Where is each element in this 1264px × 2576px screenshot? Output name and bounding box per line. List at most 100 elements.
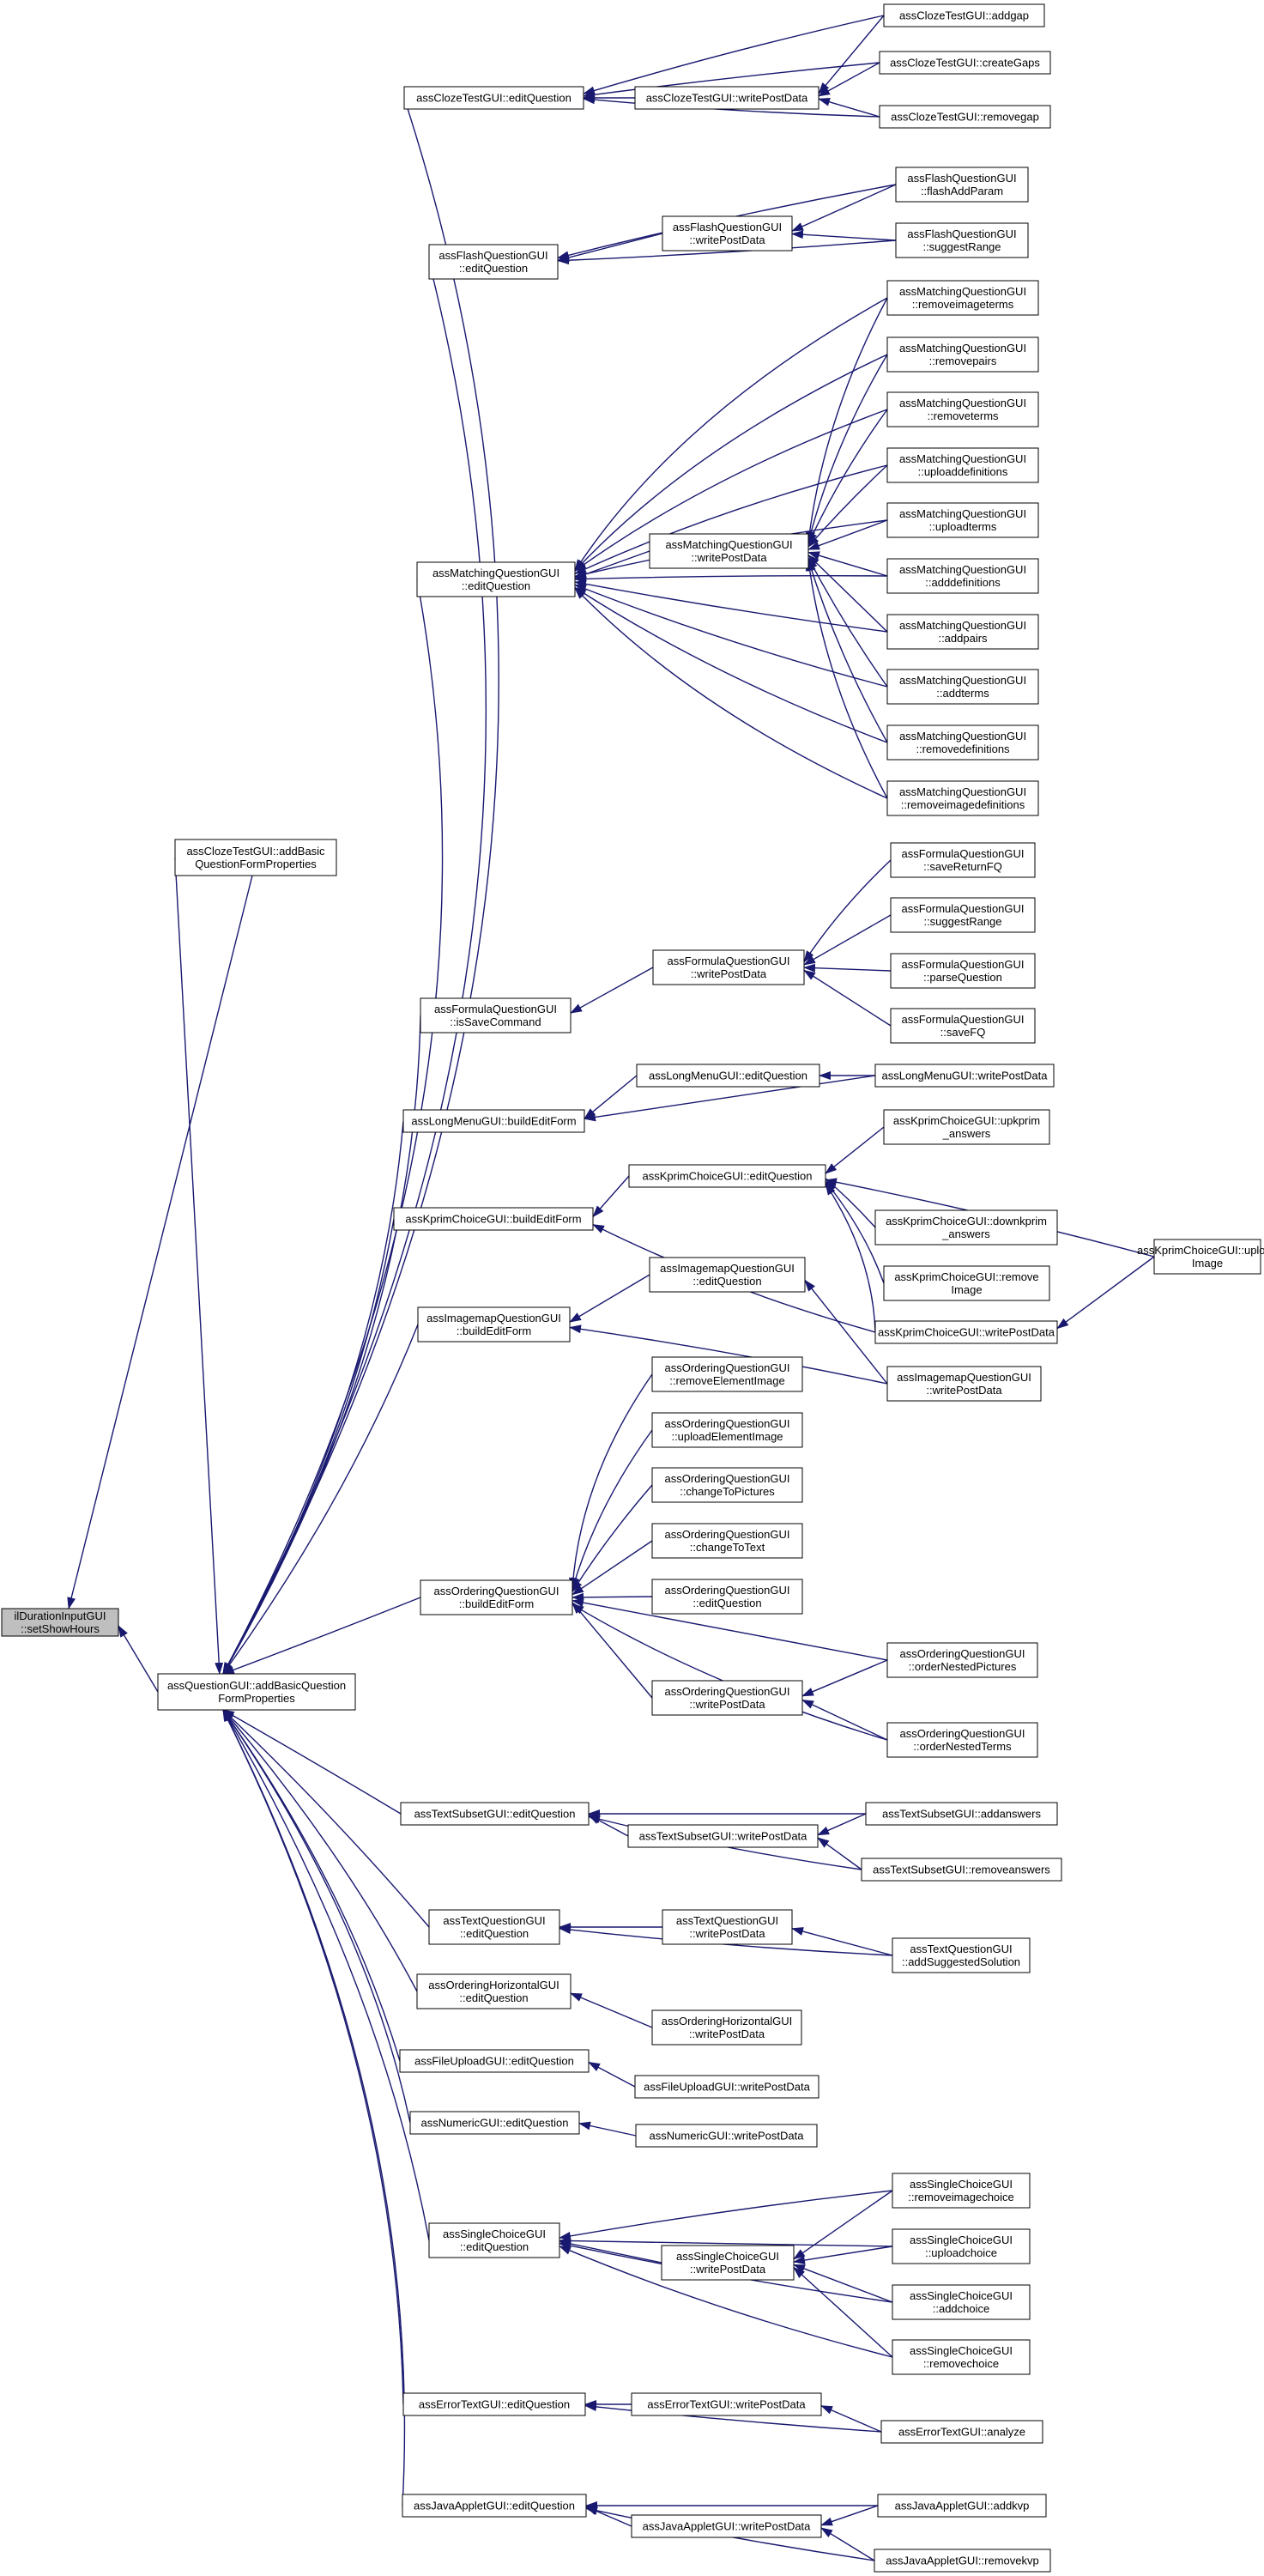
node-ordering-ordernestedterms[interactable]: assOrderingQuestionGUI::orderNestedTerms — [886, 1722, 1038, 1758]
node-javaapplet-editquestion[interactable]: assJavaAppletGUI::editQuestion — [402, 2494, 587, 2518]
call-edge — [557, 233, 663, 262]
node-textquestion-writepostdata[interactable]: assTextQuestionGUI::writePostData — [662, 1909, 793, 1945]
node-kprim-upkprimanswers[interactable]: assKprimChoiceGUI::upkprim_answers — [883, 1109, 1050, 1145]
node-label: assTextQuestionGUI — [910, 1943, 1012, 1955]
node-formula-suggestrange[interactable]: assFormulaQuestionGUI::suggestRange — [890, 897, 1036, 933]
node-imagemap-buildeditform[interactable]: assImagemapQuestionGUI::buildEditForm — [417, 1306, 571, 1343]
call-edge — [584, 1075, 638, 1119]
node-clozetest-addgap[interactable]: assClozeTestGUI::addgap — [883, 3, 1045, 27]
node-longmenu-buildeditform[interactable]: assLongMenuGUI::buildEditForm — [402, 1109, 585, 1133]
node-imagemap-writepostdata[interactable]: assImagemapQuestionGUI::writePostData — [886, 1366, 1042, 1402]
node-formula-savefq[interactable]: assFormulaQuestionGUI::saveFQ — [890, 1008, 1036, 1044]
node-textsubset-writepostdata[interactable]: assTextSubsetGUI::writePostData — [627, 1824, 819, 1848]
node-textquestion-editquestion[interactable]: assTextQuestionGUI::editQuestion — [428, 1909, 560, 1945]
node-ordering-writepostdata[interactable]: assOrderingQuestionGUI::writePostData — [651, 1680, 803, 1716]
node-ordering-ordernestedpictures[interactable]: assOrderingQuestionGUI::orderNestedPictu… — [886, 1642, 1038, 1678]
node-questiongui-addbasicquestionformproperties[interactable]: assQuestionGUI::addBasicQuestionFormProp… — [157, 1673, 356, 1711]
node-errortext-editquestion[interactable]: assErrorTextGUI::editQuestion — [402, 2392, 586, 2416]
node-matching-adddefinitions[interactable]: assMatchingQuestionGUI::adddefinitions — [886, 558, 1039, 594]
node-formula-savereturnfq[interactable]: assFormulaQuestionGUI::saveReturnFQ — [890, 842, 1036, 878]
node-errortext-analyze[interactable]: assErrorTextGUI::analyze — [880, 2420, 1043, 2444]
node-matching-removeimagedefinitions[interactable]: assMatchingQuestionGUI::removeimagedefin… — [886, 780, 1039, 816]
node-label: assFormulaQuestionGUI — [901, 1013, 1024, 1026]
node-matching-removedefinitions[interactable]: assMatchingQuestionGUI::removedefinition… — [886, 724, 1039, 761]
node-textsubset-removeanswers[interactable]: assTextSubsetGUI::removeanswers — [861, 1858, 1062, 1882]
node-label: ::editQuestion — [459, 1991, 528, 2004]
node-matching-uploadterms[interactable]: assMatchingQuestionGUI::uploadterms — [886, 502, 1039, 538]
node-ordering-editquestion[interactable]: assOrderingQuestionGUI::editQuestion — [651, 1579, 803, 1615]
node-box — [634, 2075, 819, 2099]
node-matching-uploaddefinitions[interactable]: assMatchingQuestionGUI::uploaddefinition… — [886, 447, 1039, 483]
node-label: ::removeimagechoice — [908, 2191, 1014, 2203]
node-matching-addpairs[interactable]: assMatchingQuestionGUI::addpairs — [886, 614, 1039, 650]
node-ordering-changetotext[interactable]: assOrderingQuestionGUI::changeToText — [651, 1523, 803, 1559]
node-box — [895, 222, 1029, 258]
node-kprim-buildeditform[interactable]: assKprimChoiceGUI::buildEditForm — [393, 1207, 594, 1231]
node-matching-removeterms[interactable]: assMatchingQuestionGUI::removeterms — [886, 391, 1039, 427]
node-clozetest-addbasicquestionformproperties[interactable]: assClozeTestGUI::addBasicQuestionFormPro… — [174, 839, 337, 876]
node-errortext-writepostdata[interactable]: assErrorTextGUI::writePostData — [631, 2392, 822, 2416]
node-flash-writepostdata[interactable]: assFlashQuestionGUI::writePostData — [662, 215, 793, 252]
node-label: ::buildEditForm — [459, 1597, 534, 1610]
node-flash-editquestion[interactable]: assFlashQuestionGUI::editQuestion — [428, 244, 559, 280]
node-fileupload-editquestion[interactable]: assFileUploadGUI::editQuestion — [399, 2049, 590, 2073]
node-kprim-editquestion[interactable]: assKprimChoiceGUI::editQuestion — [628, 1164, 826, 1188]
node-orderinghorizontal-writepostdata[interactable]: assOrderingHorizontalGUI::writePostData — [651, 2009, 802, 2046]
node-clozetest-writepostdata[interactable]: assClozeTestGUI::writePostData — [634, 86, 819, 110]
node-singlechoice-editquestion[interactable]: assSingleChoiceGUI::editQuestion — [428, 2222, 560, 2258]
node-textquestion-addsuggestedsolution[interactable]: assTextQuestionGUI::addSuggestedSolution — [892, 1937, 1031, 1973]
node-ordering-removeelementimage[interactable]: assOrderingQuestionGUI::removeElementIma… — [651, 1356, 803, 1392]
node-flash-flashaddparam[interactable]: assFlashQuestionGUI::flashAddParam — [895, 167, 1029, 203]
node-clozetest-creategaps[interactable]: assClozeTestGUI::createGaps — [879, 51, 1051, 75]
node-matching-writepostdata[interactable]: assMatchingQuestionGUI::writePostData — [649, 533, 809, 569]
node-formula-parsequestion[interactable]: assFormulaQuestionGUI::parseQuestion — [890, 953, 1036, 989]
node-singlechoice-writepostdata[interactable]: assSingleChoiceGUI::writePostData — [661, 2245, 795, 2281]
node-matching-removeimageterms[interactable]: assMatchingQuestionGUI::removeimageterms — [886, 280, 1039, 316]
node-imagemap-editquestion[interactable]: assImagemapQuestionGUI::editQuestion — [649, 1257, 806, 1293]
node-label: assSingleChoiceGUI — [910, 2344, 1013, 2357]
node-javaapplet-removekvp[interactable]: assJavaAppletGUI::removekvp — [874, 2549, 1051, 2573]
call-edge — [818, 15, 885, 94]
node-textsubset-addanswers[interactable]: assTextSubsetGUI::addanswers — [865, 1802, 1058, 1826]
node-label: ::adddefinitions — [925, 576, 1001, 589]
call-edge — [222, 97, 499, 1675]
node-clozetest-editquestion[interactable]: assClozeTestGUI::editQuestion — [403, 86, 584, 110]
node-kprim-writepostdata[interactable]: assKprimChoiceGUI::writePostData — [874, 1320, 1058, 1344]
node-singlechoice-removeimagechoice[interactable]: assSingleChoiceGUI::removeimagechoice — [892, 2173, 1031, 2209]
node-ordering-changetopictures[interactable]: assOrderingQuestionGUI::changeToPictures — [651, 1467, 803, 1503]
node-javaapplet-writepostdata[interactable]: assJavaAppletGUI::writePostData — [631, 2514, 822, 2538]
node-formula-issavecommand[interactable]: assFormulaQuestionGUI::isSaveCommand — [420, 997, 572, 1033]
node-label: assOrderingQuestionGUI — [665, 1361, 790, 1374]
node-fileupload-writepostdata[interactable]: assFileUploadGUI::writePostData — [634, 2075, 819, 2099]
node-label: ::editQuestion — [460, 1927, 529, 1940]
node-matching-editquestion[interactable]: assMatchingQuestionGUI::editQuestion — [416, 561, 576, 597]
node-ordering-uploadelementimage[interactable]: assOrderingQuestionGUI::uploadElementIma… — [651, 1412, 803, 1448]
node-javaapplet-addkvp[interactable]: assJavaAppletGUI::addkvp — [877, 2494, 1047, 2518]
node-ordering-buildeditform[interactable]: assOrderingQuestionGUI::buildEditForm — [420, 1579, 573, 1615]
node-longmenu-writepostdata[interactable]: assLongMenuGUI::writePostData — [874, 1064, 1055, 1088]
call-edge — [584, 2403, 882, 2433]
node-matching-removepairs[interactable]: assMatchingQuestionGUI::removepairs — [886, 336, 1039, 373]
node-longmenu-editquestion[interactable]: assLongMenuGUI::editQuestion — [636, 1064, 820, 1088]
node-numeric-writepostdata[interactable]: assNumericGUI::writePostData — [635, 2124, 818, 2148]
node-singlechoice-removechoice[interactable]: assSingleChoiceGUI::removechoice — [892, 2339, 1031, 2375]
node-numeric-editquestion[interactable]: assNumericGUI::editQuestion — [409, 2111, 580, 2135]
node-textsubset-editquestion[interactable]: assTextSubsetGUI::editQuestion — [400, 1802, 590, 1826]
node-clozetest-removegap[interactable]: assClozeTestGUI::removegap — [879, 105, 1051, 129]
node-flash-suggestrange[interactable]: assFlashQuestionGUI::suggestRange — [895, 222, 1029, 258]
call-edge — [803, 963, 892, 973]
call-edge — [222, 1709, 401, 2062]
node-label: assJavaAppletGUI::writePostData — [643, 2520, 812, 2533]
node-orderinghorizontal-editquestion[interactable]: assOrderingHorizontalGUI::editQuestion — [416, 1973, 572, 2009]
node-matching-addterms[interactable]: assMatchingQuestionGUI::addterms — [886, 669, 1039, 705]
node-label: assOrderingQuestionGUI — [900, 1647, 1025, 1660]
node-kprim-downkprimanswers[interactable]: assKprimChoiceGUI::downkprim_answers — [874, 1209, 1058, 1246]
node-singlechoice-uploadchoice[interactable]: assSingleChoiceGUI::uploadchoice — [892, 2228, 1031, 2264]
node-ilduration-setshowhours[interactable]: ilDurationInputGUI::setShowHours — [1, 1608, 119, 1637]
node-singlechoice-addchoice[interactable]: assSingleChoiceGUI::addchoice — [892, 2284, 1031, 2320]
call-edge — [818, 62, 880, 97]
node-formula-writepostdata[interactable]: assFormulaQuestionGUI::writePostData — [652, 949, 805, 985]
